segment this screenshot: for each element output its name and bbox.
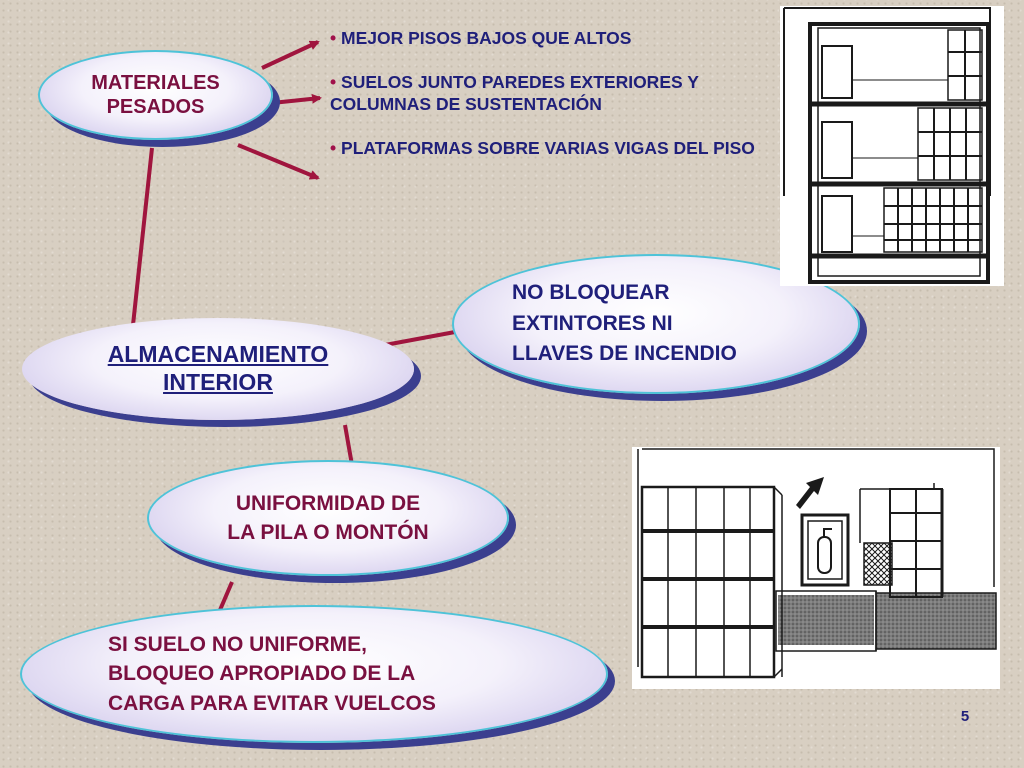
node-label: ALMACENAMIENTO INTERIOR bbox=[107, 341, 329, 395]
bullet-text: SUELOS JUNTO PAREDES EXTERIORES Y COLUMN… bbox=[330, 71, 699, 114]
fire-extinguisher-storage-illustration bbox=[632, 447, 1000, 689]
bullet-text: PLATAFORMAS SOBRE VARIAS VIGAS DEL PISO bbox=[341, 137, 755, 158]
node-label: SI SUELO NO UNIFORME, BLOQUEO APROPIADO … bbox=[108, 632, 436, 715]
arrow-connector bbox=[261, 40, 320, 70]
connector-line bbox=[131, 147, 154, 326]
bullet-text: MEJOR PISOS BAJOS QUE ALTOS bbox=[341, 28, 632, 48]
bullet-item: • SUELOS JUNTO PAREDES EXTERIORES Y COLU… bbox=[330, 72, 795, 116]
arrow-pointer-icon bbox=[796, 477, 824, 509]
arrow-connector bbox=[271, 93, 322, 105]
shelving-rack-illustration bbox=[780, 6, 1004, 286]
node-label: UNIFORMIDAD DE LA PILA O MONTÓN bbox=[227, 491, 429, 544]
page-number: 5 bbox=[960, 708, 970, 725]
node-suelo-no-uniforme: SI SUELO NO UNIFORME, BLOQUEO APROPIADO … bbox=[20, 605, 608, 743]
arrow-connector bbox=[237, 143, 320, 180]
bullet-marker: • bbox=[330, 137, 337, 158]
node-label: MATERIALES PESADOS bbox=[91, 72, 220, 118]
node-uniformidad-pila: UNIFORMIDAD DE LA PILA O MONTÓN bbox=[147, 460, 509, 576]
node-materiales-pesados: MATERIALES PESADOS bbox=[38, 50, 273, 140]
node-almacenamiento-interior: ALMACENAMIENTO INTERIOR bbox=[22, 318, 414, 420]
connector-line bbox=[384, 330, 456, 347]
bullet-marker: • bbox=[330, 28, 337, 48]
bullet-item: • PLATAFORMAS SOBRE VARIAS VIGAS DEL PIS… bbox=[330, 138, 785, 160]
connector-line bbox=[218, 581, 234, 611]
bullet-item: • MEJOR PISOS BAJOS QUE ALTOS bbox=[330, 28, 800, 50]
materiales-bullet-list: • MEJOR PISOS BAJOS QUE ALTOS • SUELOS J… bbox=[330, 28, 800, 182]
connector-line bbox=[343, 424, 354, 466]
node-label: NO BLOQUEAR EXTINTORES NI LLAVES DE INCE… bbox=[512, 281, 737, 366]
bullet-marker: • bbox=[330, 71, 337, 92]
fire-extinguisher-icon bbox=[800, 513, 850, 587]
node-no-bloquear-extintores: NO BLOQUEAR EXTINTORES NI LLAVES DE INCE… bbox=[452, 254, 860, 394]
